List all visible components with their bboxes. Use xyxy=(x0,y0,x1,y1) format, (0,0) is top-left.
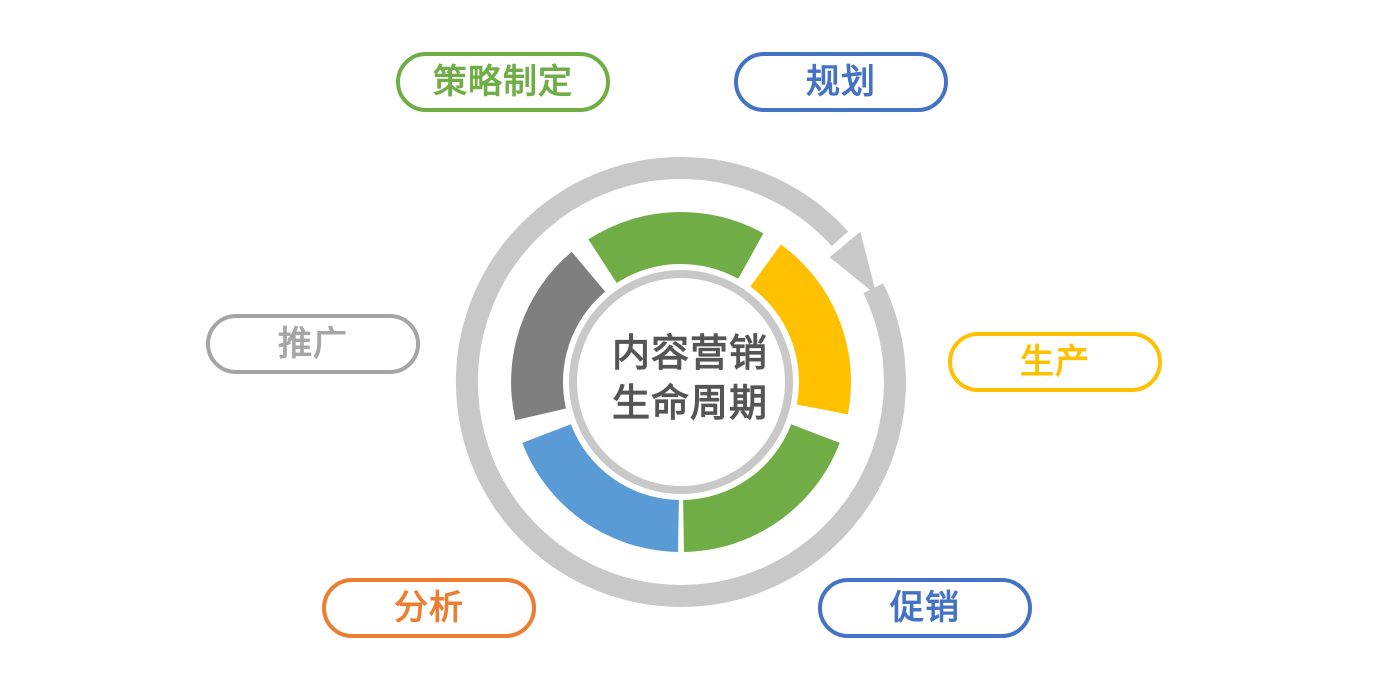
inner-circle xyxy=(569,270,793,494)
stage-label-sales: 促销 xyxy=(890,588,960,628)
center-title-line1: 内容营销 xyxy=(611,331,768,375)
stage-label-plan: 规划 xyxy=(806,62,876,102)
center-title: 内容营销 生命周期 xyxy=(590,328,790,428)
stage-label-promote: 推广 xyxy=(278,324,348,364)
segment-left xyxy=(511,251,606,421)
stage-pill-analyze: 分析 xyxy=(322,578,536,638)
segment-top xyxy=(588,211,764,283)
stage-label-produce: 生产 xyxy=(1020,342,1090,382)
stage-pill-strategy: 策略制定 xyxy=(396,52,610,112)
center-title-line2: 生命周期 xyxy=(611,381,768,425)
stage-pill-plan: 规划 xyxy=(734,52,948,112)
segment-bottom-left xyxy=(522,424,679,552)
stage-label-strategy: 策略制定 xyxy=(433,62,573,102)
segment-bottom-right xyxy=(683,424,840,552)
stage-pill-produce: 生产 xyxy=(948,332,1162,392)
cycle-arrow-icon xyxy=(456,156,906,607)
segment-right xyxy=(750,244,852,415)
stage-pill-promote: 推广 xyxy=(206,314,420,374)
stage-label-analyze: 分析 xyxy=(394,588,464,628)
cycle-arrowhead-icon xyxy=(829,231,877,295)
stage-pill-sales: 促销 xyxy=(818,578,1032,638)
